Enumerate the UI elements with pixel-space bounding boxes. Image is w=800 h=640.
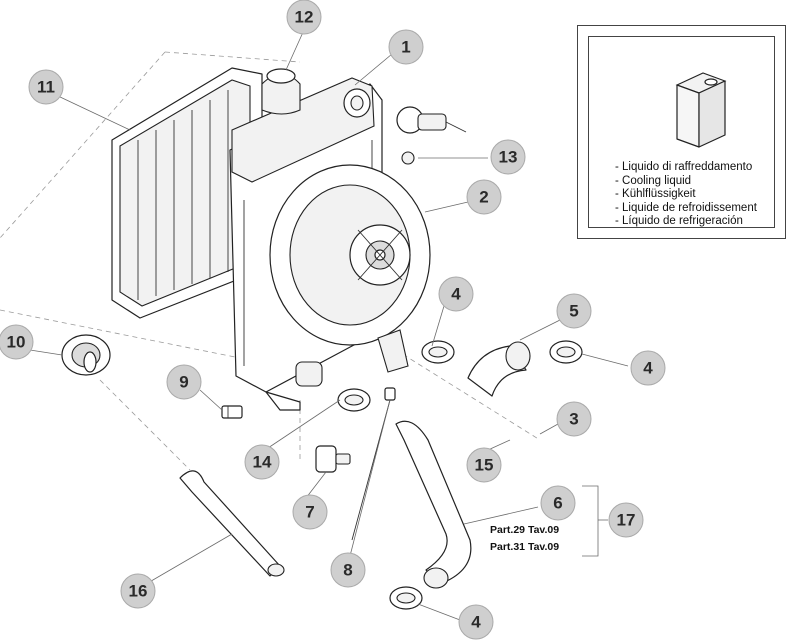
- callout-7: 7: [292, 494, 328, 530]
- svg-text:12: 12: [295, 8, 314, 27]
- callout-3: 3: [556, 401, 592, 437]
- svg-text:8: 8: [343, 561, 352, 580]
- callout-17: 17: [608, 502, 644, 538]
- callout-1: 1: [388, 29, 424, 65]
- drain-bolt-part: [221, 405, 243, 419]
- hose-clamp-part: [421, 340, 455, 364]
- callout-13: 13: [490, 139, 526, 175]
- long-hose-part: [395, 420, 472, 589]
- callout-11: 11: [28, 69, 64, 105]
- hose-clamp-part: [389, 586, 423, 610]
- coolant-legend-box: Liquido di raffreddamento Cooling liquid…: [577, 25, 786, 239]
- callout-10: 10: [0, 324, 34, 360]
- legend-item: Líquido de refrigeración: [615, 215, 757, 229]
- leader-lines: [29, 29, 629, 621]
- svg-text:5: 5: [569, 302, 578, 321]
- svg-text:16: 16: [129, 582, 148, 601]
- legend-item: Liquide de refroidissement: [615, 202, 757, 216]
- callout-5: 5: [556, 293, 592, 329]
- svg-text:4: 4: [451, 285, 461, 304]
- callout-6: 6: [540, 485, 576, 521]
- callout-4: 4: [438, 276, 474, 312]
- side-cover-part: [111, 67, 263, 319]
- legend-item: Liquido di raffreddamento: [615, 161, 757, 175]
- hose-clamp-part: [549, 340, 583, 364]
- legend-item: Kühlflüssigkeit: [615, 188, 757, 202]
- svg-text:15: 15: [475, 456, 494, 475]
- bottom-hose-part: [179, 470, 285, 577]
- bracket-part: [377, 329, 409, 373]
- callout-8: 8: [330, 552, 366, 588]
- coolant-legend-list: Liquido di raffreddamento Cooling liquid…: [615, 161, 757, 229]
- rubber-bush-part: [315, 445, 351, 473]
- legend-item: Cooling liquid: [615, 175, 757, 189]
- svg-text:3: 3: [569, 410, 578, 429]
- svg-text:10: 10: [7, 333, 26, 352]
- callout-2: 2: [466, 179, 502, 215]
- callout-4: 4: [630, 350, 666, 386]
- reference-label: Part.31 Tav.09: [490, 541, 559, 553]
- svg-text:17: 17: [617, 511, 636, 530]
- fan-part: [269, 164, 431, 346]
- svg-text:7: 7: [305, 503, 314, 522]
- svg-text:11: 11: [37, 78, 55, 97]
- hose-clamp-part: [337, 388, 371, 412]
- callout-12: 12: [286, 0, 322, 35]
- svg-text:6: 6: [553, 494, 562, 513]
- svg-text:1: 1: [401, 38, 410, 57]
- callout-14: 14: [244, 444, 280, 480]
- short-hose-part: [467, 341, 531, 397]
- filler-cap-part: [261, 68, 301, 115]
- coolant-container-icon: [675, 72, 727, 148]
- legend-inner-frame: Liquido di raffreddamento Cooling liquid…: [588, 36, 775, 228]
- thermoswitch-part: [396, 106, 467, 165]
- callout-9: 9: [166, 364, 202, 400]
- callout-15: 15: [466, 447, 502, 483]
- reference-label: Part.29 Tav.09: [490, 524, 559, 536]
- svg-text:9: 9: [179, 373, 188, 392]
- callout-16: 16: [120, 573, 156, 609]
- callout-4: 4: [458, 604, 494, 640]
- svg-text:14: 14: [253, 453, 272, 472]
- svg-text:4: 4: [643, 359, 653, 378]
- svg-text:13: 13: [499, 148, 518, 167]
- construction-lines: [0, 51, 541, 471]
- svg-text:4: 4: [471, 613, 481, 632]
- radiator-cap-part: [61, 334, 111, 376]
- svg-text:2: 2: [479, 188, 488, 207]
